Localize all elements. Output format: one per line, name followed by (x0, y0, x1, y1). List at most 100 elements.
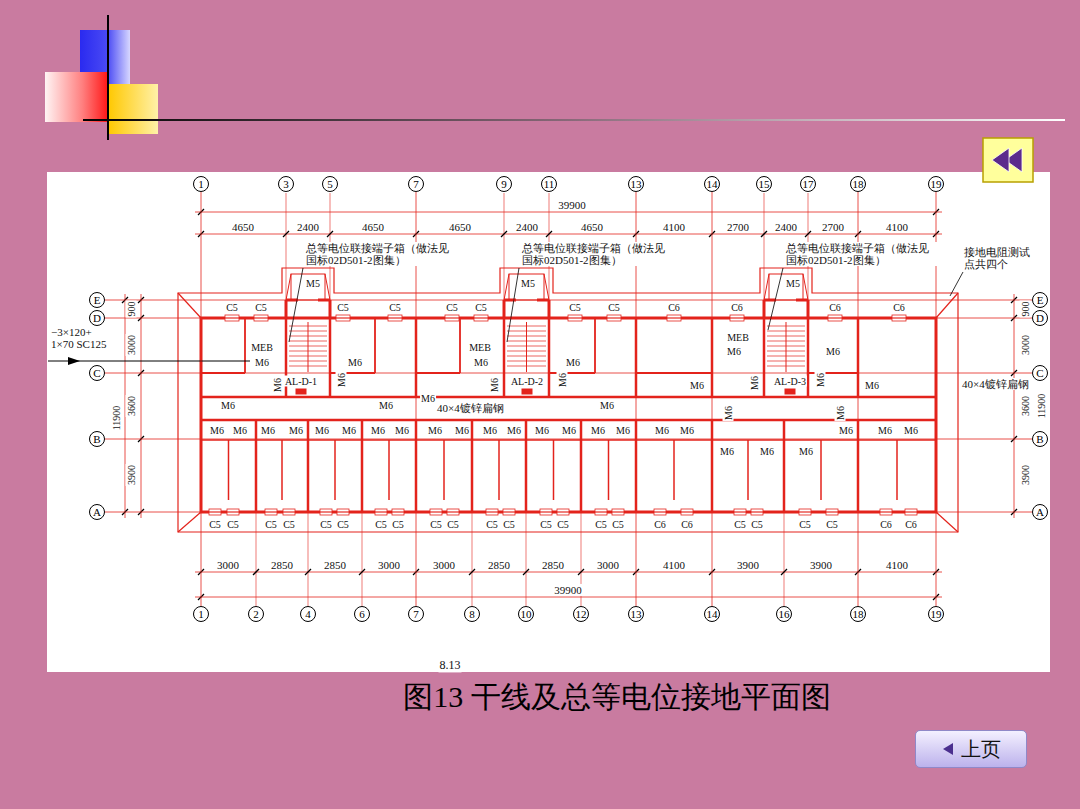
partition-wall (747, 440, 749, 500)
decor-square (108, 84, 158, 134)
partition-wall (388, 440, 390, 500)
axis-label: 9 (501, 179, 507, 190)
leader-line (768, 268, 783, 330)
note: 40×4镀锌扁钢 (961, 378, 1030, 390)
dimension: 4650 (580, 221, 604, 233)
dimension: 4650 (361, 221, 385, 233)
panel-symbol (785, 389, 795, 394)
axis-bubble: 11 (541, 176, 557, 192)
back-button (983, 138, 1033, 182)
door-mark: M6 (679, 425, 695, 436)
dimension: 900 (126, 301, 137, 318)
door-mark: M6 (615, 425, 631, 436)
partition-wall (255, 420, 258, 512)
axis-line (712, 192, 713, 606)
dimension: 4100 (662, 221, 686, 233)
ground-link (936, 293, 958, 318)
door-mark: M6 (394, 425, 410, 436)
axis-label: 10 (521, 609, 532, 620)
door-mark: M6 (260, 425, 276, 436)
axis-bubble: 16 (776, 606, 792, 622)
opening-mark: C5 (388, 302, 402, 313)
equipment-mark: M6 (272, 377, 283, 393)
dimension: 2400 (296, 221, 320, 233)
window-mark: C5 (391, 519, 405, 530)
window-mark: C5 (319, 519, 333, 530)
door-mark: M6 (370, 425, 386, 436)
door-mark: M6 (427, 425, 443, 436)
dimension-tick (501, 231, 507, 237)
stair-divider (308, 322, 309, 372)
door-mark: M6 (654, 425, 670, 436)
decor-square (45, 72, 107, 122)
door-mark: M6 (209, 425, 225, 436)
equipment-mark: M6 (825, 346, 841, 357)
axis-label: 12 (576, 609, 587, 620)
dimension-line (141, 294, 142, 518)
opening-mark: C6 (892, 302, 906, 313)
axis-line (526, 512, 527, 606)
partition-wall (244, 318, 246, 373)
axis-bubble: 3 (278, 176, 294, 192)
dimension: 2850 (487, 559, 511, 571)
axis-bubble: B (89, 431, 105, 447)
axis-label: 6 (359, 609, 365, 620)
dimension-tick (283, 231, 289, 237)
axis-bubble: 5 (322, 176, 338, 192)
ground-ring (178, 268, 958, 532)
dimension: 2850 (270, 559, 294, 571)
axis-bubble: 17 (800, 176, 816, 192)
floor-plan (48, 193, 1017, 606)
axis-bubble: E (89, 292, 105, 308)
axis-label: 18 (853, 179, 864, 190)
back-triangle (941, 742, 955, 756)
dimension-tick (359, 569, 365, 575)
window-mark: C5 (336, 519, 350, 530)
dimension-line (1014, 294, 1015, 518)
entrance-canopy (769, 274, 803, 300)
leader-line (289, 268, 303, 342)
opening-mark: C6 (667, 302, 681, 313)
window-mark: C5 (446, 519, 460, 530)
axis-bubble: 9 (496, 176, 512, 192)
dimension: 2850 (541, 559, 565, 571)
axis-bubble: D (1032, 310, 1048, 326)
axis-label: 1 (198, 179, 204, 190)
window-mark: C5 (226, 519, 240, 530)
axis-bubble: 19 (928, 606, 944, 622)
axis-label: D (1036, 313, 1044, 324)
feeder-cable (201, 361, 250, 362)
opening-mark: C6 (730, 302, 744, 313)
axis-bubble: C (89, 365, 105, 381)
arrow-glyph (992, 148, 1009, 172)
axis-bubble: 7 (408, 606, 424, 622)
partition-wall (329, 318, 332, 397)
axis-bubble: 19 (928, 176, 944, 192)
panel-symbol (296, 389, 306, 394)
axis-bubble: 7 (408, 176, 424, 192)
axis-label: E (1037, 295, 1044, 306)
dimension: 900 (1020, 301, 1031, 318)
axis-label: 11 (544, 179, 555, 190)
window-mark: C5 (825, 519, 839, 530)
axis-label: 15 (759, 179, 770, 190)
equipment-mark: M6 (557, 372, 568, 388)
window-mark: C5 (750, 519, 764, 530)
equipment-mark: M6 (599, 400, 615, 411)
window-mark: C5 (556, 519, 570, 530)
partition-wall (307, 420, 310, 512)
axis-label: 18 (853, 609, 864, 620)
dimension: 39900 (553, 584, 583, 596)
equipment-mark: M6 (254, 357, 270, 368)
back-triangle (943, 743, 953, 755)
dimension: 2400 (515, 221, 539, 233)
partition-wall (763, 318, 766, 397)
dimension: 39900 (557, 199, 587, 211)
window-mark: C5 (264, 519, 278, 530)
corridor-wall (201, 396, 936, 399)
axis-line (256, 512, 257, 606)
axis-label: 13 (631, 179, 642, 190)
axis-label: 5 (327, 179, 333, 190)
axis-label: 19 (931, 609, 942, 620)
axis-line (362, 512, 363, 606)
